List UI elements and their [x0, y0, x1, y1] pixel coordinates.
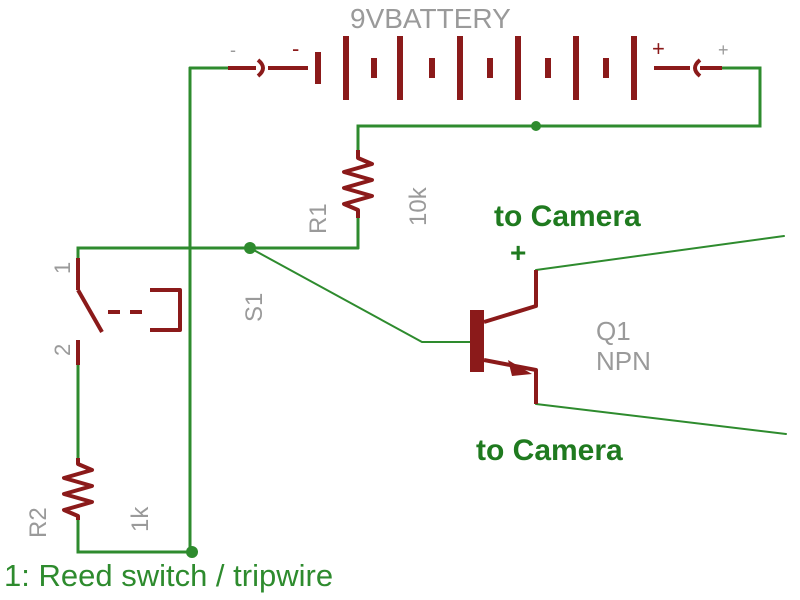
wire-emitter-camera [535, 403, 787, 435]
battery-symbol [228, 36, 722, 100]
battery-label: 9VBATTERY [350, 3, 511, 34]
r2-value-label: 1k [127, 506, 154, 532]
wire-base [249, 247, 473, 343]
junction-node-bottom [186, 546, 198, 558]
transistor-emitter-arrow [508, 360, 532, 376]
transistor-ref-label: Q1 [596, 316, 631, 346]
r1-ref-label: R1 [305, 203, 332, 234]
wire-battery-pos-lead [356, 66, 762, 152]
switch-pin1-label: 1 [50, 262, 75, 274]
camera-top-polarity: + [510, 237, 526, 268]
transistor-emitter [483, 358, 538, 404]
switch-pin2-label: 2 [50, 344, 75, 356]
transistor-base-bar [470, 310, 484, 372]
resistor-r2 [62, 458, 94, 520]
wires [76, 66, 787, 554]
battery-pos-connector [654, 58, 722, 78]
footnote: 1: Reed switch / tripwire [4, 558, 333, 593]
battery-pos-terminal-outer-mark: + [718, 40, 729, 60]
r1-value-label: 10k [405, 186, 432, 226]
junction-node-base [244, 242, 256, 254]
switch-actuator-bracket [150, 288, 182, 332]
switch-ref-label: S1 [241, 293, 268, 322]
junction-node-top [531, 121, 541, 131]
wire-collector-camera [535, 235, 785, 271]
switch-blade [76, 289, 104, 333]
transistor-q1 [470, 270, 538, 404]
wire-r2-bottom [76, 518, 192, 554]
battery-neg-terminal-mark: - [292, 36, 299, 61]
resistor-r1 [342, 150, 374, 218]
wire-switch-top [76, 246, 360, 260]
transistor-type-label: NPN [596, 346, 651, 376]
camera-bottom-label: to Camera [476, 434, 623, 467]
transistor-collector [483, 270, 538, 324]
r2-ref-label: R2 [25, 507, 52, 538]
reed-switch-s1 [76, 258, 182, 365]
battery-pos-terminal-mark: + [652, 36, 665, 61]
battery-neg-connector [228, 58, 308, 78]
camera-top-label: to Camera [494, 200, 641, 233]
battery-neg-terminal-outer-mark: - [230, 40, 236, 60]
